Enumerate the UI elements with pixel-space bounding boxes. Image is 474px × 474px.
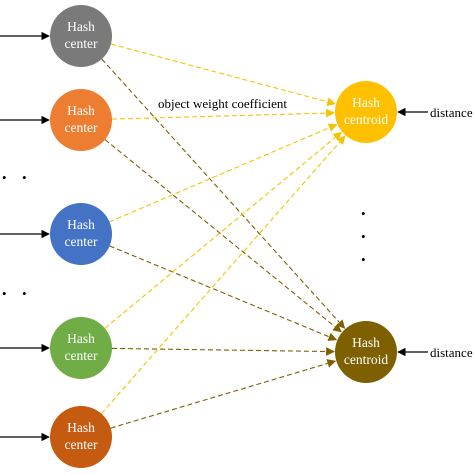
hash-centroid-circle — [335, 321, 397, 383]
hash-center-label-line2: center — [65, 348, 98, 363]
distance-label-top: distance — [430, 105, 473, 120]
hash-center-circle — [50, 89, 112, 151]
hash-center-node: Hash center — [50, 5, 112, 67]
hash-center-label-line1: Hash — [67, 331, 95, 346]
left-ellipsis-top: • • — [2, 170, 27, 185]
ellipsis-dot: • — [22, 286, 27, 301]
hash-center-label-line2: center — [65, 36, 98, 51]
hash-center-label-line1: Hash — [67, 420, 95, 435]
hash-center-label-line1: Hash — [67, 103, 95, 118]
hash-centroid-label-line1: Hash — [352, 335, 380, 350]
right-ellipsis: • • • — [361, 206, 366, 267]
edge-to-top-centroid — [100, 135, 346, 415]
edge-to-bottom-centroid — [110, 359, 337, 429]
edge-to-top-centroid — [109, 123, 338, 223]
hash-center-node: Hash center — [50, 317, 112, 379]
hash-center-label-line1: Hash — [67, 217, 95, 232]
distance-label-bottom: distance — [430, 345, 473, 360]
hash-center-label-line1: Hash — [67, 19, 95, 34]
hash-center-circle — [50, 317, 112, 379]
hash-centroid-node: Hash centroid — [335, 321, 397, 383]
hash-center-node: Hash center — [50, 89, 112, 151]
edge-to-bottom-centroid — [111, 347, 335, 356]
ellipsis-dot: • — [361, 206, 366, 221]
edges-layer — [100, 43, 346, 429]
ellipsis-dot: • — [2, 170, 7, 185]
hash-center-circle — [50, 5, 112, 67]
hash-center-label-line2: center — [65, 234, 98, 249]
hash-center-label-line2: center — [65, 120, 98, 135]
left-ellipsis-bottom: • • — [2, 286, 27, 301]
hash-center-node: Hash center — [50, 406, 112, 468]
hash-centroid-circle — [335, 81, 397, 143]
hash-center-node: Hash center — [50, 203, 112, 265]
edge-to-top-centroid — [110, 43, 336, 107]
ellipsis-dot: • — [361, 252, 366, 267]
hash-centroid-node: Hash centroid — [335, 81, 397, 143]
input-arrows-layer — [0, 31, 428, 442]
hash-centroid-label-line1: Hash — [352, 95, 380, 110]
ellipsis-dot: • — [22, 170, 27, 185]
ellipsis-dot: • — [361, 229, 366, 244]
ellipsis-dot: • — [2, 286, 7, 301]
hash-center-label-line2: center — [65, 437, 98, 452]
hash-center-circle — [50, 203, 112, 265]
edge-to-bottom-centroid — [109, 245, 338, 341]
edge-to-top-centroid — [111, 108, 335, 120]
hash-center-circle — [50, 406, 112, 468]
hash-centroid-label-line2: centroid — [344, 112, 388, 127]
hash-centroid-label-line2: centroid — [344, 352, 388, 367]
edge-to-bottom-centroid — [101, 58, 346, 329]
edge-to-top-centroid — [104, 131, 343, 329]
object-weight-coefficient-label: object weight coefficient — [158, 96, 287, 111]
edge-to-bottom-centroid — [104, 139, 342, 333]
